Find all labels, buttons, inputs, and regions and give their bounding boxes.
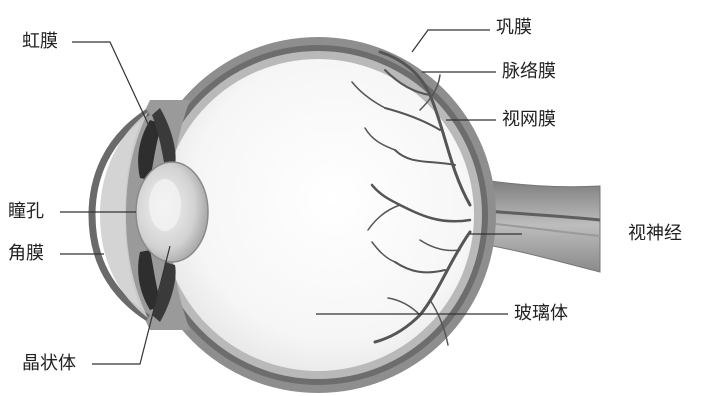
lens-label: 晶状体	[22, 354, 76, 374]
sclera-leader	[412, 30, 490, 52]
retina-label: 视网膜	[502, 110, 556, 130]
vitreous-label: 玻璃体	[514, 304, 568, 324]
cornea-label: 角膜	[8, 244, 44, 264]
pupil-label: 瞳孔	[8, 202, 44, 222]
vitreous-shape	[162, 59, 474, 371]
sclera-label: 巩膜	[496, 18, 532, 38]
iris-label: 虹膜	[22, 32, 58, 52]
optic-nerve-label: 视神经	[628, 224, 682, 244]
choroid-label: 脉络膜	[502, 62, 556, 82]
